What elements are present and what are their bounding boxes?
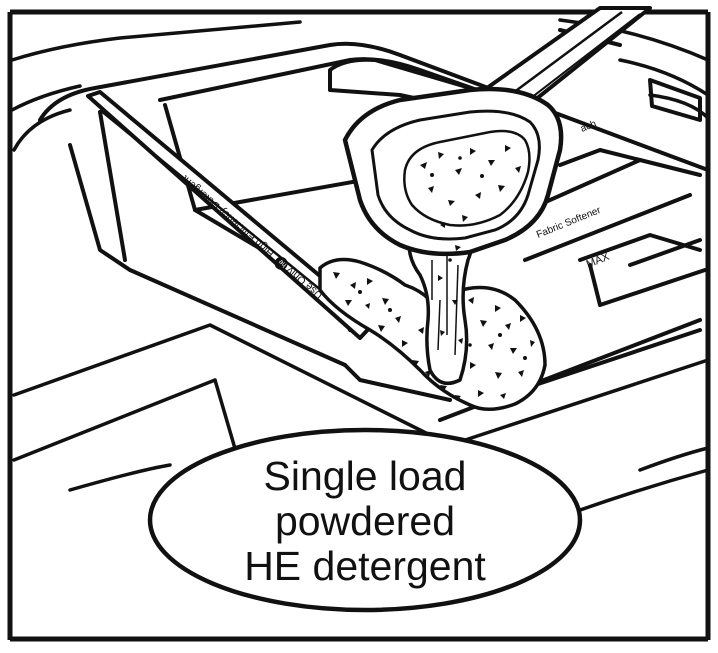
tray-label-he-detergent: High Efficiency Detergent — [179, 173, 276, 260]
caption-line-1: Single load — [264, 453, 467, 499]
caption-line-3: HE detergent — [244, 543, 486, 589]
compartment-label-max: MAX — [585, 250, 612, 270]
caption-line-2: powdered — [275, 498, 455, 544]
